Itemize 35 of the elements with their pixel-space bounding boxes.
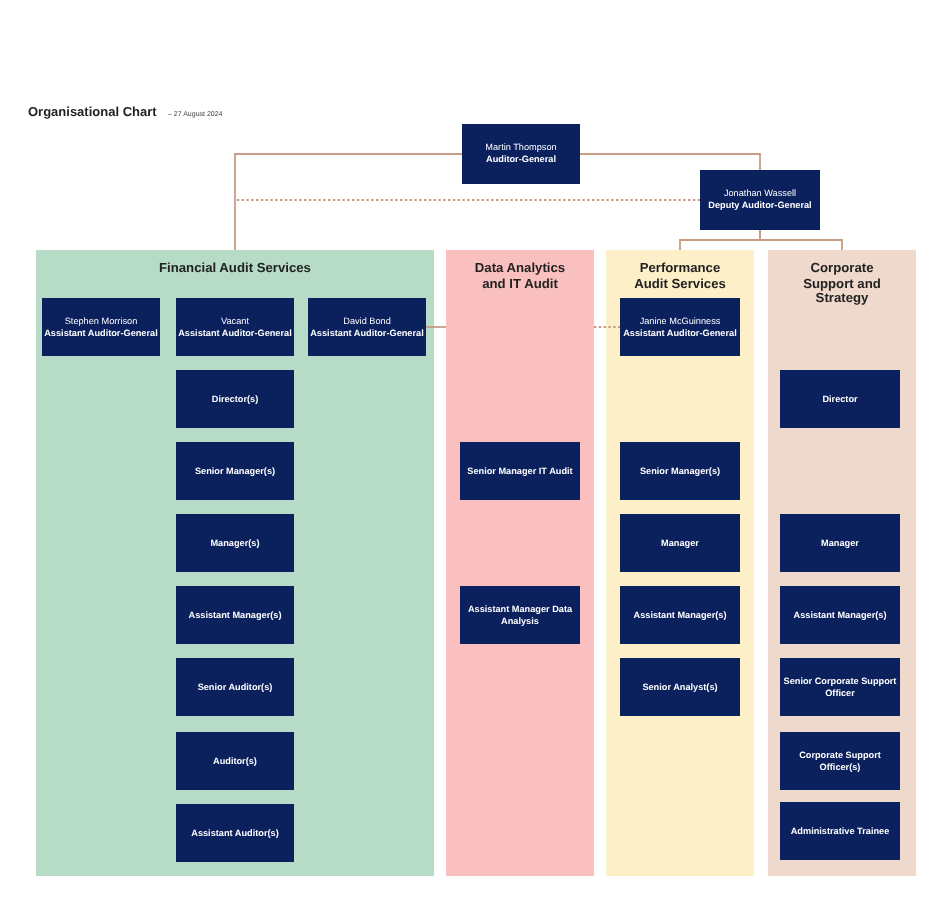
role-box xyxy=(176,514,294,572)
role-box xyxy=(460,586,580,644)
role-box xyxy=(620,514,740,572)
connector-line xyxy=(759,229,843,251)
role-box xyxy=(176,804,294,862)
role-box xyxy=(462,124,580,184)
role-box xyxy=(176,442,294,500)
connector-line xyxy=(234,153,463,251)
role-box xyxy=(620,658,740,716)
role-box xyxy=(176,370,294,428)
dotted-connector xyxy=(234,199,701,201)
role-box xyxy=(780,370,900,428)
dotted-connector xyxy=(593,326,621,328)
role-box xyxy=(42,298,160,356)
connector-line xyxy=(425,326,447,328)
role-box xyxy=(460,442,580,500)
department-panel xyxy=(36,250,434,876)
department-panel xyxy=(768,250,916,876)
role-box xyxy=(176,732,294,790)
connector-line xyxy=(579,153,761,171)
role-box xyxy=(176,658,294,716)
role-box xyxy=(780,514,900,572)
role-box xyxy=(620,586,740,644)
role-box xyxy=(700,170,820,230)
role-box xyxy=(620,298,740,356)
role-box xyxy=(176,586,294,644)
department-panel xyxy=(446,250,594,876)
role-box xyxy=(780,586,900,644)
role-box xyxy=(780,732,900,790)
department-panel xyxy=(606,250,754,876)
role-box xyxy=(308,298,426,356)
role-box xyxy=(780,802,900,860)
role-box xyxy=(780,658,900,716)
role-box xyxy=(620,442,740,500)
role-box xyxy=(176,298,294,356)
